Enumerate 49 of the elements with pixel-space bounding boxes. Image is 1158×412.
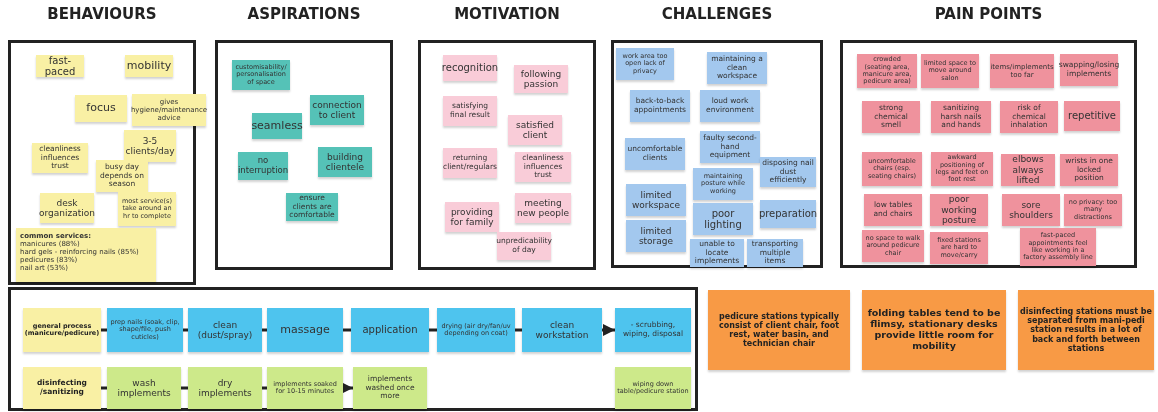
sticky-note: connection to client [310, 95, 364, 125]
connector-line [515, 328, 522, 332]
frame-border [8, 287, 698, 411]
sticky-note: no interruption [238, 152, 288, 180]
sticky-note: limited storage [626, 220, 686, 252]
frame-heading: ASPIRATIONS [246, 5, 362, 23]
sticky-note: limited workspace [626, 184, 686, 216]
sticky-note: 3-5 clients/day [124, 130, 176, 162]
sticky-note: building clientele [318, 147, 372, 177]
sticky-note: clean workstation [522, 308, 602, 352]
sticky-note: wash implements [107, 367, 181, 409]
sticky-note: dry implements [188, 367, 262, 409]
sticky-note: desk organization [40, 193, 94, 223]
sticky-note: application [351, 308, 429, 352]
sticky-note: mobility [125, 55, 173, 77]
sticky-note: providing for family [445, 202, 499, 232]
sticky-note: fast-paced [36, 55, 84, 77]
sticky-note: folding tables tend to be flimsy, stationary desks provide little room for mobility [862, 290, 1006, 370]
sticky-note: pedicure stations typically consist of client chair, foot rest, water basin, and technician chair [708, 290, 850, 370]
frame-heading: BEHAVIOURS [46, 5, 158, 23]
connector-line [181, 386, 188, 390]
sticky-note: meeting new people [515, 193, 571, 223]
sticky-note: repetitive [1064, 101, 1120, 131]
sticky-note: seamless [252, 113, 302, 139]
connector-line [101, 328, 107, 332]
sticky-note [16, 228, 156, 282]
frame-heading: CHALLENGES [660, 5, 774, 23]
arrow [602, 324, 615, 336]
connector-line [262, 386, 267, 390]
sticky-note: sore shoulders [1002, 194, 1060, 226]
connector-line [262, 328, 267, 332]
sticky-note: poor lighting [693, 203, 753, 235]
arrow [341, 382, 353, 394]
connector-line [429, 328, 437, 332]
sticky-note: disinfecting stations must be separated from mani-pedi station results in a lot of back and forth between stations [1018, 290, 1154, 370]
sticky-note: poor working posture [930, 194, 988, 226]
sticky-note: recognition [443, 55, 497, 81]
sticky-note: following passion [514, 65, 568, 93]
frame-heading: MOTIVATION [453, 5, 561, 23]
connector-line [343, 328, 351, 332]
connector-line [101, 386, 107, 390]
sticky-note: satisfied client [508, 115, 562, 145]
sticky-note: preparation [760, 200, 816, 228]
connector-line [183, 328, 188, 332]
sticky-note: elbows always lifted [1001, 154, 1055, 186]
sticky-note: massage [267, 308, 343, 352]
frame-heading: PAIN POINTS [933, 5, 1044, 23]
sticky-note: clean (dust/spray) [188, 308, 262, 352]
sticky-note: focus [75, 95, 127, 122]
